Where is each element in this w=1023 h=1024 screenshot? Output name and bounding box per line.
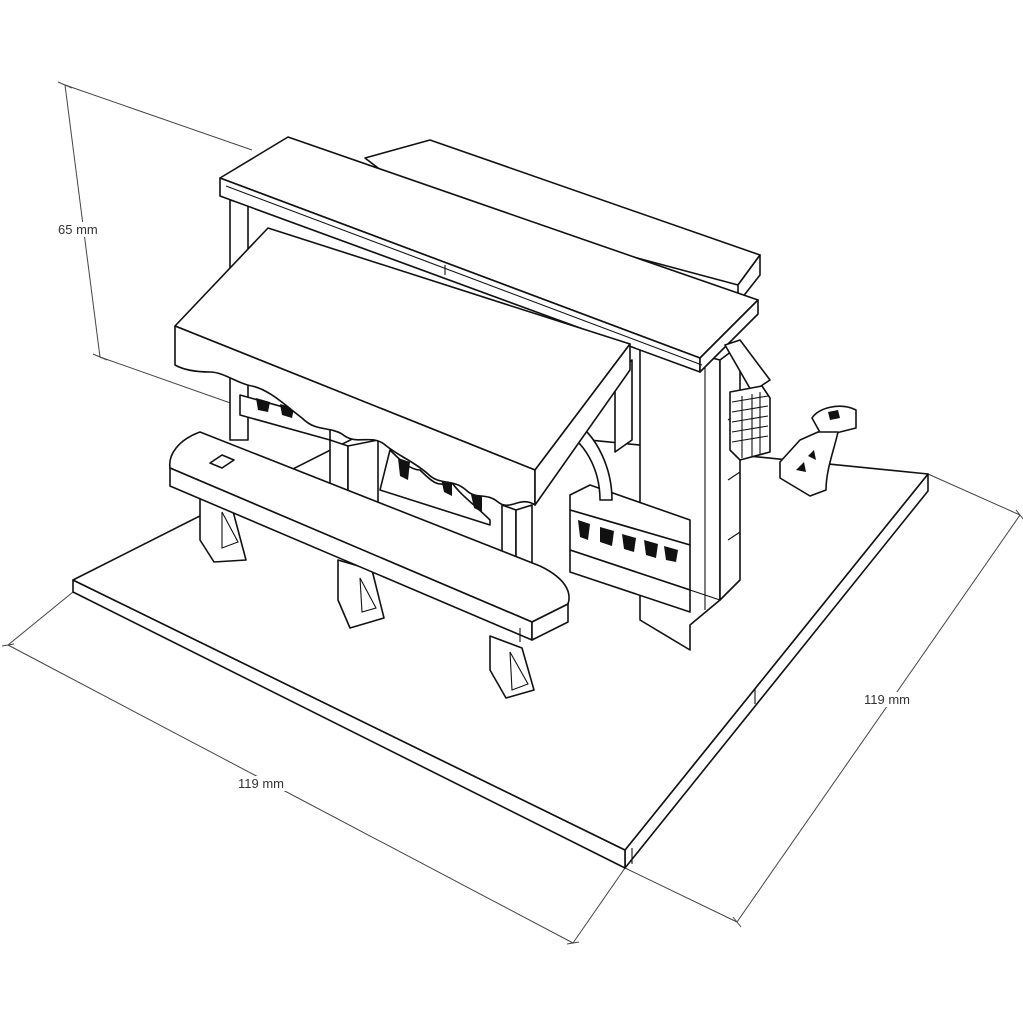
cutout-sign <box>779 405 857 497</box>
stall-cloth <box>239 394 491 526</box>
width-dimension-label: 119 mm <box>236 776 286 791</box>
dimension-lines <box>1 81 1023 945</box>
hanging-lantern <box>724 339 771 461</box>
sign-beam <box>219 136 759 373</box>
depth-dimension-label: 119 mm <box>862 692 912 707</box>
canopy-roof <box>174 227 631 507</box>
height-dimension-label: 65 mm <box>56 222 100 237</box>
bench <box>169 431 570 699</box>
